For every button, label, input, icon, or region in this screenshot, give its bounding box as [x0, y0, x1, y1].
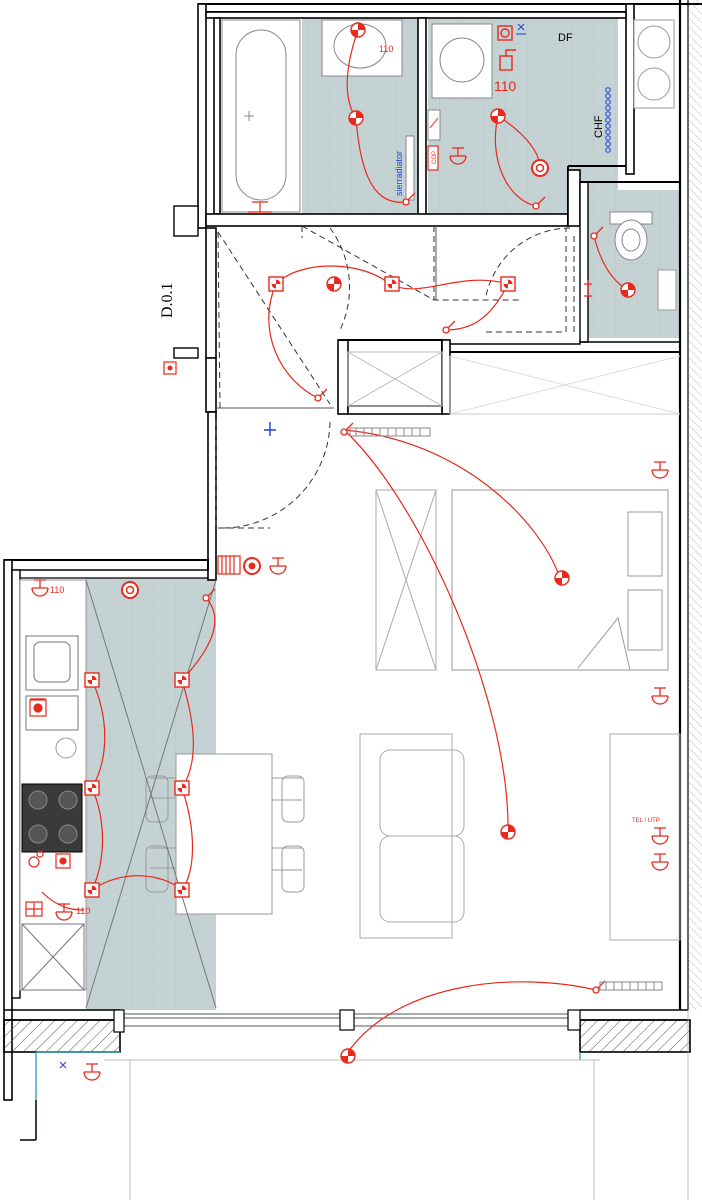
- ceiling-light-icon: [490, 108, 506, 124]
- cooktop: [21, 783, 83, 853]
- cop-box-icon: [427, 109, 441, 171]
- doorbell-icon: [243, 557, 261, 575]
- kitchen-appliance-icons: [25, 699, 71, 917]
- outlet-icon: [384, 276, 400, 292]
- outlet-icon: [174, 882, 190, 898]
- socket-icon: [651, 853, 669, 871]
- bath-switch-icon: [248, 201, 272, 213]
- kitchen-top-circuit-label: 110: [50, 585, 64, 595]
- electrical-symbols: [25, 22, 669, 1081]
- df-label: DF: [558, 32, 573, 44]
- unit-code-label: D.0.1: [159, 282, 176, 318]
- socket-icon: [269, 557, 287, 575]
- radiator-icon: [349, 427, 663, 991]
- cop-label: COP: [432, 151, 438, 164]
- socket-icon: [651, 827, 669, 845]
- switch-icon: [592, 980, 606, 994]
- ceiling-light-icon: [348, 110, 364, 126]
- door-leaves: [216, 226, 437, 409]
- ceiling-light-icon: [620, 282, 636, 298]
- outlet-icon: [174, 672, 190, 688]
- switch-icon: [340, 422, 354, 436]
- wc-switch-icon: [584, 280, 592, 297]
- chf-label: CHF: [593, 115, 605, 138]
- socket-icon: [83, 1063, 101, 1081]
- chf-manifold-icon: [605, 87, 611, 153]
- socket-icon: [651, 687, 669, 705]
- outlet-icon: [84, 672, 100, 688]
- facade-hatch: [688, 0, 702, 1010]
- kitchen-bottom-circuit-label: 110: [76, 906, 90, 916]
- tel-utp-label: TEL / UTP: [632, 818, 660, 824]
- outlet-icon: [268, 276, 284, 292]
- outlet-icon: [500, 276, 516, 292]
- ceiling-light-icon: [554, 570, 570, 586]
- water-valve-icon: [59, 23, 526, 1069]
- boiler-outlet-icon: [531, 159, 549, 177]
- switch-icon: [442, 320, 456, 334]
- ceiling-light-icon: [326, 276, 342, 292]
- ceiling-light-icon: [350, 22, 366, 38]
- walls: [3, 0, 702, 1200]
- bell-icon: [497, 25, 516, 71]
- outlet-icon: [84, 882, 100, 898]
- ceiling-light-icon: [500, 824, 516, 840]
- heater-icon: [217, 555, 241, 575]
- outlet-icon: [84, 780, 100, 796]
- radiator-label: sierradiator: [394, 151, 404, 196]
- bath-sink-circuit-label: 110: [379, 44, 393, 54]
- switch-icon: [314, 388, 328, 402]
- thermostat-icon: [264, 422, 276, 436]
- laundry-circuit-label: 110: [494, 78, 517, 94]
- outlet-icon: [174, 780, 190, 796]
- door-swings: [215, 225, 575, 529]
- ceiling-light-icon: [340, 1048, 356, 1064]
- plan-labels: D.0.1 DF CHF 110 110 110 110 sierradiato…: [50, 32, 660, 916]
- socket-icon: [651, 461, 669, 479]
- entry-box-icon: [163, 361, 177, 375]
- hood-outlet-icon: [121, 581, 139, 599]
